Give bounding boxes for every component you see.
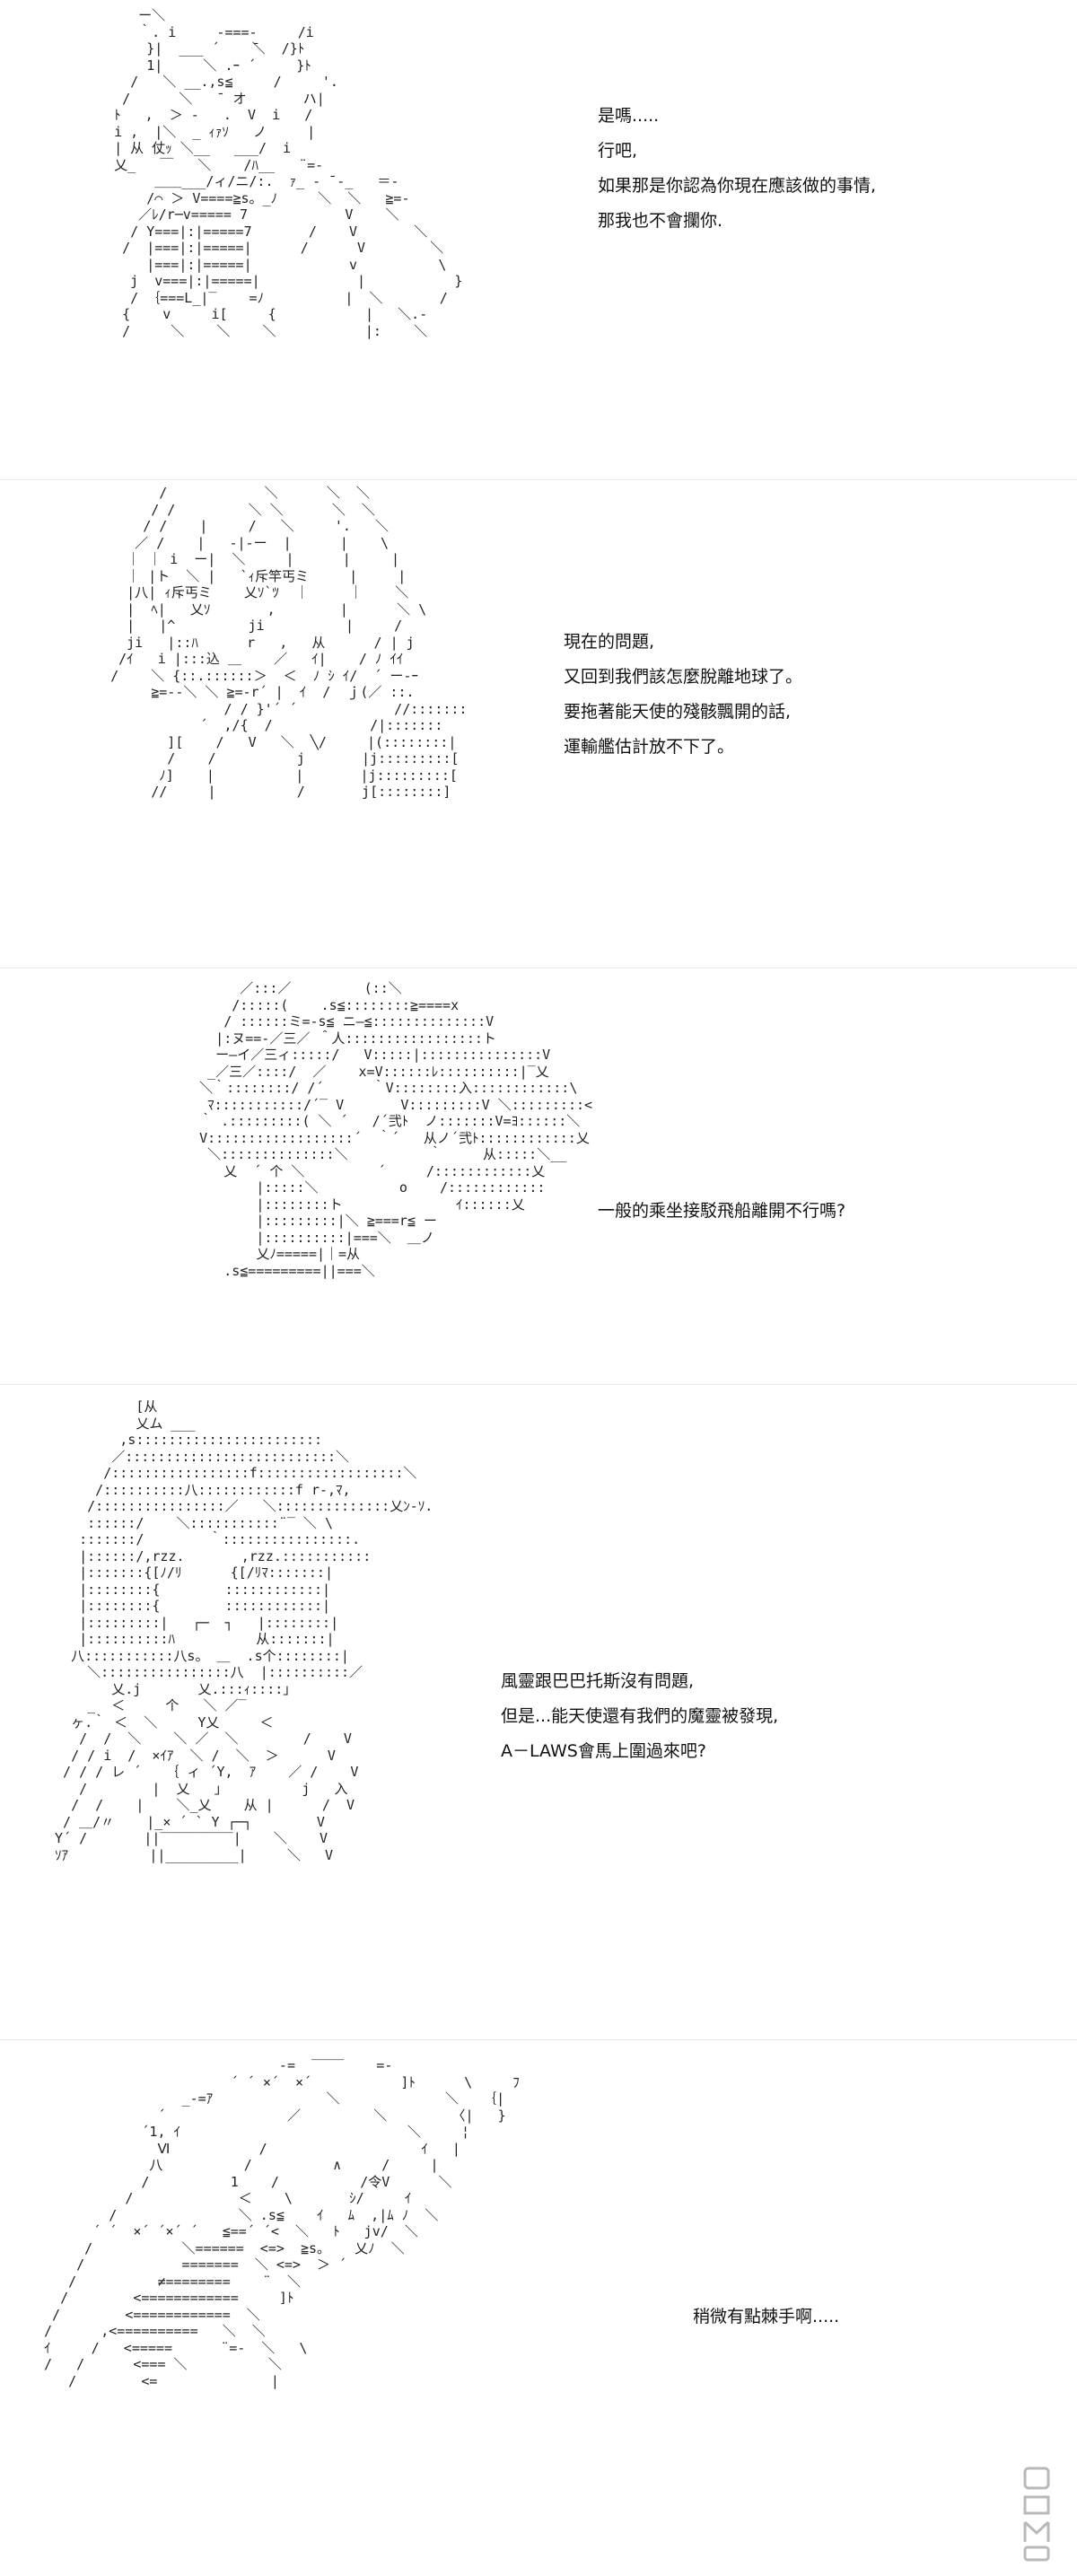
dialogue-line: 現在的問題, — [564, 632, 655, 652]
manga-panel-3: ／:::／ (::＼ /:::::( .s≦::::::::≧====x / :… — [0, 968, 1077, 1385]
dialogue-line: 如果那是你認為你現在應該做的事情, — [598, 176, 877, 196]
dialogue-text: 現在的問題, 又回到我們該怎麼脫離地球了。 要拖著能天使的殘骸飄開的話, 運輸艦… — [564, 625, 802, 765]
dialogue-line: 又回到我們該怎麼脫離地球了。 — [564, 667, 803, 687]
manga-panel-5: -= ‾‾‾‾ =- ´ ´ ×´ ×´ ]ﾄ \ ﾌ _-=ｱ ＼ ＼ ｛| … — [0, 2039, 1077, 2576]
manga-panel-1: ー＼ ｀. i -===- /i }| ___ ´ ̄＼ /}ﾄ 1| ＼ .ｰ… — [0, 0, 1077, 480]
dialogue-text: 風靈跟巴巴托斯沒有問題, 但是...能天使還有我們的魔靈被發現, A－LAWS會… — [501, 1664, 778, 1769]
ascii-art-figure: ／:::／ (::＼ /:::::( .s≦::::::::≧====x / :… — [199, 980, 593, 1279]
ascii-art-figure: -= ‾‾‾‾ =- ´ ´ ×´ ×´ ]ﾄ \ ﾌ _-=ｱ ＼ ＼ ｛| … — [44, 2057, 520, 2389]
manga-panel-4: [从 乂ム ___ ,s::::::::::::::::::::::: ／:::… — [0, 1384, 1077, 2040]
dialogue-line: 風靈跟巴巴托斯沒有問題, — [501, 1671, 695, 1691]
dialogue-line: A－LAWS會馬上圍過來吧? — [501, 1741, 706, 1761]
ascii-art-figure: [从 乂ム ___ ,s::::::::::::::::::::::: ／:::… — [55, 1398, 433, 1863]
dialogue-text: 一般的乘坐接駁飛船離開不行嗎? — [598, 1194, 845, 1229]
ascii-art-figure: / ＼ ＼ ＼ / / ＼ ＼ ＼ ＼ / / | / ＼ '. ＼ ／ / |… — [110, 485, 468, 800]
dialogue-text: 是嗎..... 行吧, 如果那是你認為你現在應該做的事情, 那我也不會攔你. — [598, 99, 876, 239]
site-watermark-logo — [1023, 2466, 1050, 2562]
dialogue-line: 行吧, — [598, 141, 638, 161]
dialogue-line: 是嗎..... — [598, 106, 660, 126]
dialogue-line: 稍微有點棘手啊..... — [693, 2307, 840, 2326]
dialogue-line: 要拖著能天使的殘骸飄開的話, — [564, 702, 792, 722]
dialogue-line: 運輸艦估計放不下了。 — [564, 737, 735, 757]
dialogue-line: 但是...能天使還有我們的魔靈被發現, — [501, 1706, 779, 1726]
dialogue-line: 一般的乘坐接駁飛船離開不行嗎? — [598, 1201, 846, 1221]
dialogue-text: 稍微有點棘手啊..... — [693, 2300, 839, 2335]
manga-panel-2: / ＼ ＼ ＼ / / ＼ ＼ ＼ ＼ / / | / ＼ '. ＼ ／ / |… — [0, 479, 1077, 968]
dialogue-line: 那我也不會攔你. — [598, 211, 723, 231]
ascii-art-figure: ー＼ ｀. i -===- /i }| ___ ´ ̄＼ /}ﾄ 1| ＼ .ｰ… — [114, 7, 463, 339]
